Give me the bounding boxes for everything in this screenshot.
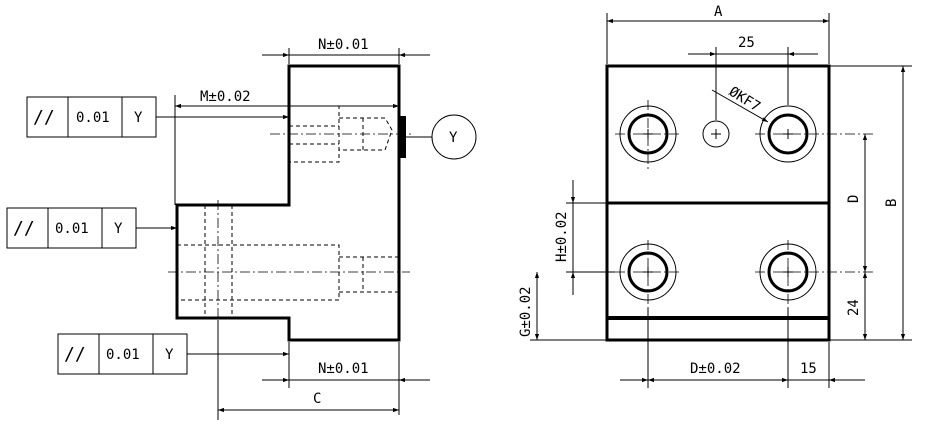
dim-n-bottom: N±0.01 [262,342,430,415]
right-view: A 25 ØKF7 D B 24 [518,4,912,388]
dim-m: M±0.02 [174,89,399,205]
dim-g-label: G±0.02 [518,286,534,337]
dim-25: 25 [688,35,818,120]
fcf-2-symbol: // [13,218,35,239]
dim-m-label: M±0.02 [200,89,251,105]
left-view: N±0.01 M±0.02 N±0.01 C Y [6,37,477,420]
dim-d-vertical: D [846,134,868,272]
hole-callout-label: ØKF7 [726,84,763,115]
dim-g: G±0.02 [518,272,607,341]
fcf-1-symbol: // [33,107,55,128]
fcf-2-ref: Y [114,221,123,237]
bolt-hole-upper-left [615,100,680,170]
dim-c-label: C [313,391,321,407]
dim-b: B [829,65,912,341]
fcf-1-ref: Y [134,110,143,126]
dim-d-vertical-label: D [846,195,862,203]
dim-a-label: A [714,4,723,20]
bolt-hole-lower-left [615,240,680,308]
datum-feature-plate [398,116,406,158]
dim-25-label: 25 [738,35,755,51]
fcf-3-tol: 0.01 [106,347,140,363]
bolt-hole-lower-right [755,240,875,308]
pin-hole [702,120,730,148]
dim-24: 24 [829,272,875,341]
dim-h-label: H±0.02 [554,211,570,262]
dim-h: H±0.02 [554,180,615,295]
dim-n-top-label: N±0.01 [318,37,369,53]
dim-d-horizontal-label: D±0.02 [690,361,741,377]
dim-n-top: N±0.01 [262,37,430,64]
fcf-2-tol: 0.01 [55,221,89,237]
left-view-outline [175,64,401,342]
upper-bore-hidden [289,105,393,163]
fcf-3: // 0.01 Y [57,333,289,375]
left-center-lines [168,133,412,320]
dim-d-horizontal: D±0.02 15 [620,308,865,388]
dim-24-label: 24 [846,299,862,316]
hole-callout: ØKF7 [711,84,769,123]
datum-y: Y [406,114,477,160]
fcf-3-ref: Y [165,347,174,363]
fcf-3-symbol: // [64,344,86,365]
fcf-1-tol: 0.01 [76,110,110,126]
dim-a: A [606,4,830,64]
fcf-2: // 0.01 Y [6,207,177,249]
dim-b-label: B [884,199,900,207]
dim-n-bottom-label: N±0.01 [318,361,369,377]
bolt-hole-upper-right [755,105,875,163]
dim-15-label: 15 [800,361,817,377]
datum-y-label: Y [449,130,458,146]
fcf-1: // 0.01 Y [26,96,289,138]
dim-c: C [217,320,399,420]
lower-bore-hidden [177,205,399,318]
